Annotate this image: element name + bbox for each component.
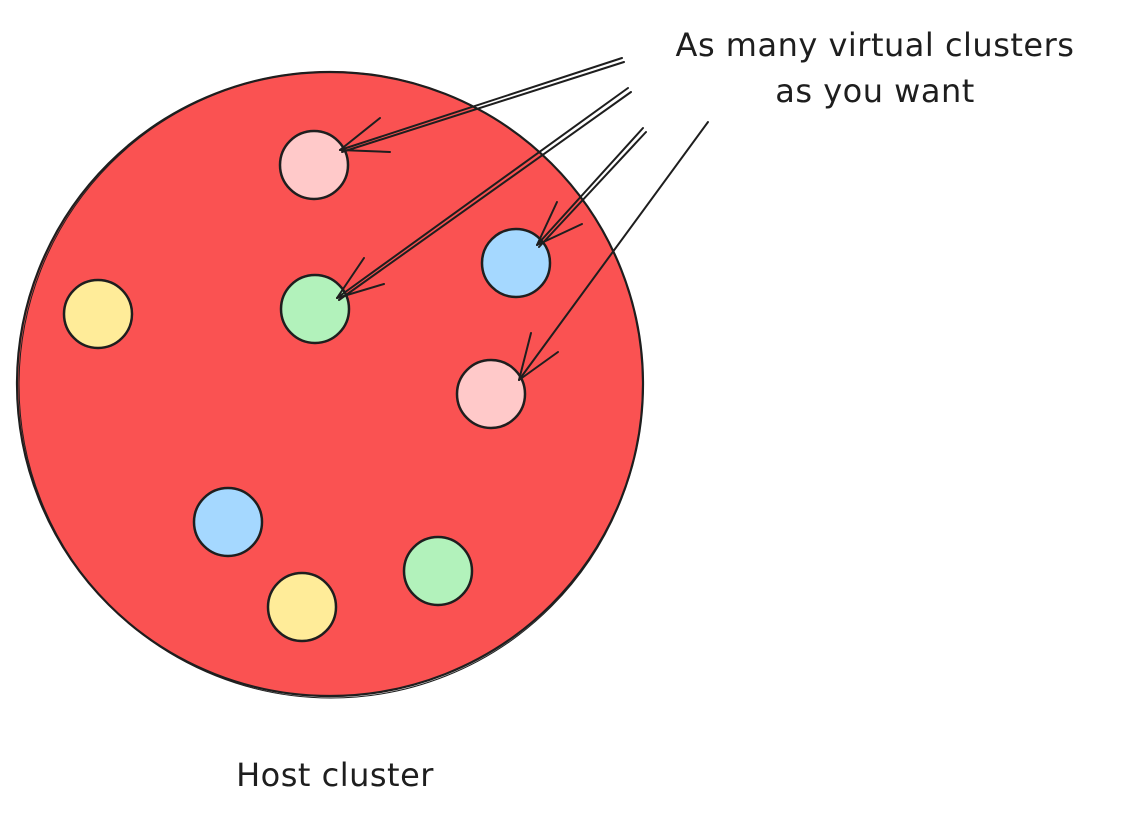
virtual-cluster-yellow-2 — [266, 571, 338, 643]
virtual-cluster-green-2 — [402, 535, 474, 607]
virtual-cluster-green-1 — [279, 273, 351, 345]
virtual-clusters-callout: As many virtual clusters as you want — [630, 22, 1120, 114]
host-cluster-label: Host cluster — [236, 756, 434, 794]
arrow-to-pink-1-icon — [339, 57, 625, 153]
virtual-cluster-blue-2 — [192, 486, 264, 558]
callout-line-1: As many virtual clusters — [675, 26, 1075, 64]
virtual-cluster-pink-2 — [455, 358, 527, 430]
virtual-cluster-pink-1 — [278, 129, 350, 201]
host-cluster — [15, 70, 645, 699]
virtual-cluster-blue-1 — [480, 227, 552, 299]
callout-line-2: as you want — [775, 72, 975, 110]
arrow-to-green-1-icon — [336, 87, 632, 301]
arrow-to-pink-2-icon — [518, 121, 709, 381]
arrow-to-blue-1-icon — [536, 127, 647, 248]
virtual-cluster-yellow-1 — [62, 278, 134, 350]
